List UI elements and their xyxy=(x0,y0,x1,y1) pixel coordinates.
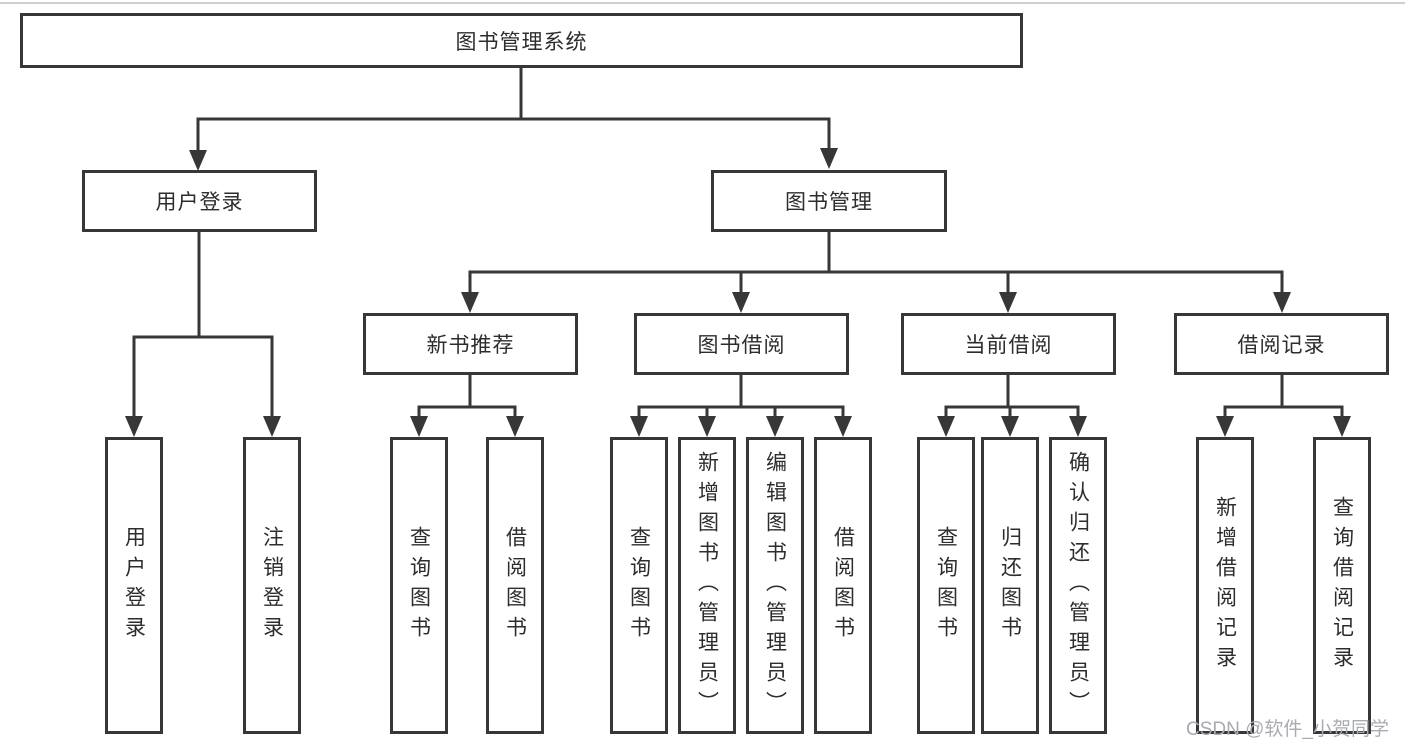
arrowhead xyxy=(506,416,524,437)
arrowhead xyxy=(698,416,716,437)
node-leaf-edit-book-admin: 编辑图书（管理员） xyxy=(746,437,804,734)
node-leaf-edit-book-admin-label: 编辑图书（管理员） xyxy=(763,450,787,721)
arrowhead xyxy=(1069,416,1087,437)
node-leaf-borrow-book-2-label: 借阅图书 xyxy=(831,525,855,646)
connector-login-to-leaves xyxy=(125,230,281,437)
node-current-borrowing: 当前借阅 xyxy=(901,313,1116,375)
node-book-management-label: 图书管理 xyxy=(785,191,873,214)
arrowhead xyxy=(189,150,207,171)
node-leaf-query-book-1: 查询图书 xyxy=(390,437,448,734)
node-borrowing-records: 借阅记录 xyxy=(1174,313,1389,375)
node-leaf-query-book-2: 查询图书 xyxy=(610,437,668,734)
arrowhead xyxy=(1333,416,1351,437)
arrowhead xyxy=(1273,292,1291,313)
connector-current-to-leaves xyxy=(937,373,1087,437)
arrowhead xyxy=(1001,416,1019,437)
arrowhead xyxy=(766,416,784,437)
node-leaf-add-book-admin-label: 新增图书（管理员） xyxy=(695,450,719,721)
arrowhead xyxy=(461,292,479,313)
arrowhead xyxy=(630,416,648,437)
node-leaf-query-book-2-label: 查询图书 xyxy=(627,525,651,646)
arrowhead xyxy=(1216,416,1234,437)
node-leaf-borrow-book-1: 借阅图书 xyxy=(486,437,544,734)
node-leaf-return-book-label: 归还图书 xyxy=(998,525,1022,646)
connector-record-to-leaves xyxy=(1216,373,1351,437)
arrowhead xyxy=(732,292,750,313)
connector-root-to-level2 xyxy=(189,66,838,171)
node-leaf-add-borrow-record: 新增借阅记录 xyxy=(1196,437,1254,734)
node-leaf-user-login: 用户登录 xyxy=(105,437,163,734)
arrowhead xyxy=(834,416,852,437)
node-new-book-recommendation-label: 新书推荐 xyxy=(426,334,515,357)
connector-borrow-to-leaves xyxy=(630,373,852,437)
arrowhead xyxy=(410,416,428,437)
node-leaf-borrow-book-2: 借阅图书 xyxy=(814,437,872,734)
node-leaf-query-book-3: 查询图书 xyxy=(917,437,975,734)
connector-mgmt-to-level3 xyxy=(461,230,1291,313)
node-root-system: 图书管理系统 xyxy=(20,13,1023,68)
node-new-book-recommendation: 新书推荐 xyxy=(363,313,578,375)
node-leaf-logout: 注销登录 xyxy=(243,437,301,734)
node-current-borrowing-label: 当前借阅 xyxy=(964,334,1053,357)
node-user-login-group: 用户登录 xyxy=(82,170,317,232)
node-book-borrowing-label: 图书借阅 xyxy=(697,334,786,357)
node-leaf-query-book-1-label: 查询图书 xyxy=(407,525,431,646)
arrowhead xyxy=(937,416,955,437)
node-book-borrowing: 图书借阅 xyxy=(634,313,849,375)
node-leaf-query-borrow-record: 查询借阅记录 xyxy=(1313,437,1371,734)
node-leaf-query-borrow-record-label: 查询借阅记录 xyxy=(1330,495,1354,676)
node-leaf-confirm-return-admin: 确认归还（管理员） xyxy=(1049,437,1107,734)
node-leaf-return-book: 归还图书 xyxy=(981,437,1039,734)
top-border-line xyxy=(0,2,1405,4)
arrowhead xyxy=(263,416,281,437)
node-leaf-add-book-admin: 新增图书（管理员） xyxy=(678,437,736,734)
connector-rec-to-leaves xyxy=(410,373,524,437)
node-leaf-add-borrow-record-label: 新增借阅记录 xyxy=(1213,495,1237,676)
node-root-label: 图书管理系统 xyxy=(455,30,588,54)
csdn-watermark: CSDN @软件_小贺同学 xyxy=(1186,719,1389,740)
node-leaf-logout-label: 注销登录 xyxy=(260,525,284,646)
node-book-management: 图书管理 xyxy=(711,170,947,232)
arrowhead xyxy=(125,416,143,437)
arrowhead xyxy=(820,148,838,169)
node-leaf-borrow-book-1-label: 借阅图书 xyxy=(503,525,527,646)
node-leaf-query-book-3-label: 查询图书 xyxy=(934,525,958,646)
node-leaf-confirm-return-admin-label: 确认归还（管理员） xyxy=(1066,450,1090,721)
node-borrowing-records-label: 借阅记录 xyxy=(1237,334,1326,357)
node-leaf-user-login-label: 用户登录 xyxy=(122,525,146,646)
node-user-login-group-label: 用户登录 xyxy=(155,191,244,214)
arrowhead xyxy=(999,292,1017,313)
